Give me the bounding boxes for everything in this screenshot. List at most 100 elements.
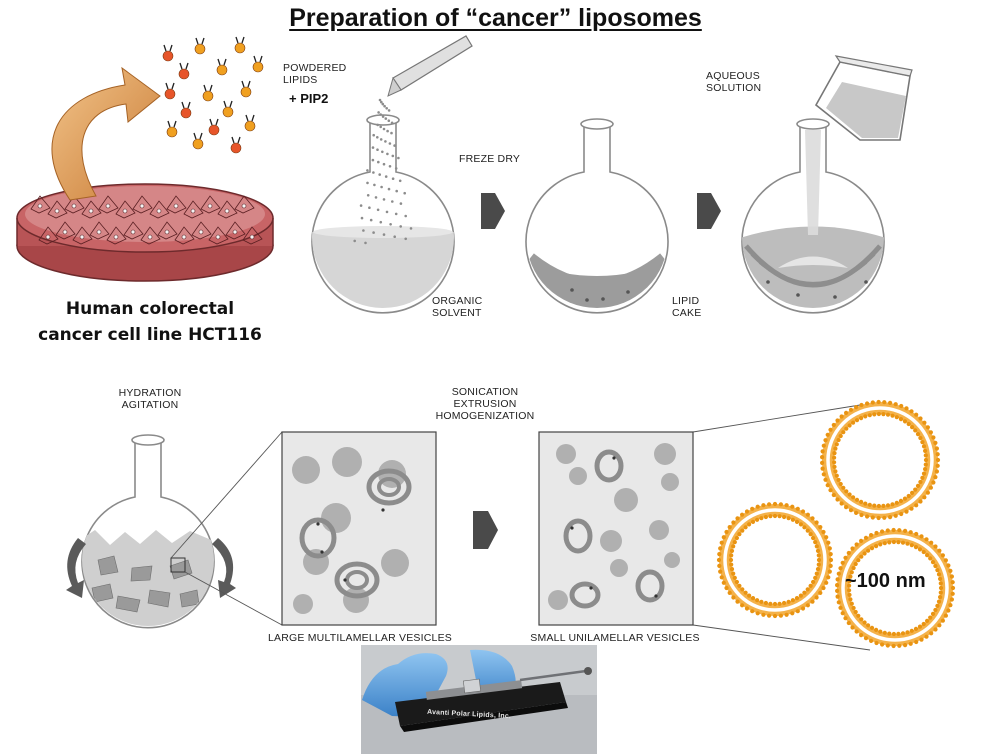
cancer-cell [200, 195, 221, 214]
label-line: SOLVENT [432, 307, 482, 319]
lipid-molecule [230, 136, 242, 154]
cell-nucleus [241, 203, 247, 209]
label-freeze-dry: FREZE DRY [459, 153, 521, 165]
label-line: LIPID [672, 295, 700, 307]
powder-particle [391, 200, 394, 203]
label-line: HOMOGENIZATION [435, 410, 535, 422]
powder-particle [366, 169, 369, 172]
powder-particle [376, 136, 379, 139]
cancer-cell [89, 221, 110, 240]
cell-nucleus [122, 208, 128, 214]
cancer-cell [123, 221, 144, 240]
powder-particle [386, 129, 389, 133]
powder-particle [381, 150, 384, 154]
powder-particle [388, 165, 392, 168]
process-arrow-1 [481, 193, 505, 229]
cancer-cell [115, 200, 136, 219]
powder-particle [387, 109, 391, 112]
powder-particle [382, 198, 386, 201]
lipid-molecule [216, 58, 228, 76]
label-line: AQUEOUS [706, 70, 760, 82]
powder-particle [387, 119, 391, 122]
powder-particle [369, 218, 373, 222]
cancer-cell [106, 226, 127, 245]
lipid-molecule [192, 132, 204, 150]
cancer-cell [191, 221, 212, 240]
cell-nucleus [139, 203, 145, 209]
liposome-size-label: ~100 nm [845, 570, 926, 592]
powder-particle [374, 196, 378, 199]
powder-particle [377, 111, 380, 114]
powder-particle [394, 212, 398, 216]
powder-particle [371, 146, 375, 149]
powder-particle [359, 204, 363, 207]
cell-nucleus [198, 229, 204, 235]
cell-nucleus [173, 203, 179, 209]
cell-nucleus [113, 234, 119, 240]
powder-particle [372, 231, 375, 234]
lipid-molecule [164, 82, 176, 100]
powder-particle [404, 214, 408, 218]
powder-particle [403, 191, 407, 195]
powder-particle [395, 189, 399, 193]
label-powdered-lipids: POWDERED LIPIDS [283, 62, 346, 86]
powder-particle [385, 107, 389, 110]
powder-particle [397, 156, 400, 160]
cancer-cell [30, 195, 51, 214]
label-small-unilamellar: SMALL UNILAMELLAR VESICLES [530, 632, 700, 644]
cancer-cell [166, 195, 187, 214]
cell-nucleus [249, 234, 255, 240]
liposome [820, 399, 941, 521]
powder-particle [379, 138, 383, 141]
lipid-molecule [162, 44, 174, 62]
powder-particle [371, 158, 375, 162]
powder-particle [376, 148, 379, 151]
cell-nucleus [79, 234, 85, 240]
cell-nucleus [164, 229, 170, 235]
lipid-molecules [162, 36, 264, 154]
powder-particle [386, 152, 389, 156]
cancer-cell [234, 195, 255, 214]
cancer-cell [55, 221, 76, 240]
powder-particle [372, 171, 375, 174]
cancer-cell [217, 200, 238, 219]
lipid-molecule [208, 118, 220, 136]
extruder-photo [361, 645, 597, 754]
lipid-molecule [166, 120, 178, 138]
powder-particle [376, 208, 380, 212]
liposome [835, 527, 956, 649]
lipid-molecule [252, 55, 264, 73]
powder-particle [389, 223, 392, 226]
flask-hydration [66, 434, 236, 629]
label-line: POWDERED [283, 62, 347, 74]
cell-nucleus [224, 208, 230, 214]
cell-nucleus [156, 208, 162, 214]
powder-particle [378, 98, 382, 102]
cancer-cell [47, 200, 68, 219]
powder-particle [368, 206, 371, 209]
cell-line-caption: Human colorectal cancer cell line HCT116 [20, 296, 280, 348]
powder-particle [379, 125, 383, 129]
lipid-molecule [234, 36, 246, 54]
label-hydration-agitation: HYDRATION AGITATION [100, 387, 200, 411]
flask-lipid-cake [525, 118, 669, 314]
powder-particle [366, 194, 370, 197]
powder-particle [393, 235, 397, 238]
beaker [814, 55, 913, 141]
powder-particle [366, 181, 369, 185]
label-aqueous-solution: AQUEOUS SOLUTION [706, 70, 761, 94]
powder-particle [360, 216, 364, 220]
powder-particle [372, 133, 376, 137]
powder-particle [398, 179, 402, 183]
powder-particle [394, 167, 398, 170]
cancer-cell [98, 195, 119, 214]
panel-small-unilamellar [538, 431, 694, 626]
label-sonication-extrusion: SONICATION EXTRUSION HOMOGENIZATION [415, 386, 555, 422]
flask-organic-solvent [311, 98, 455, 314]
powder-particle [353, 239, 357, 243]
powder-particle [373, 183, 376, 187]
lipid-molecule [178, 62, 190, 80]
process-arrow-3 [473, 511, 498, 549]
powder-particle [409, 227, 413, 230]
